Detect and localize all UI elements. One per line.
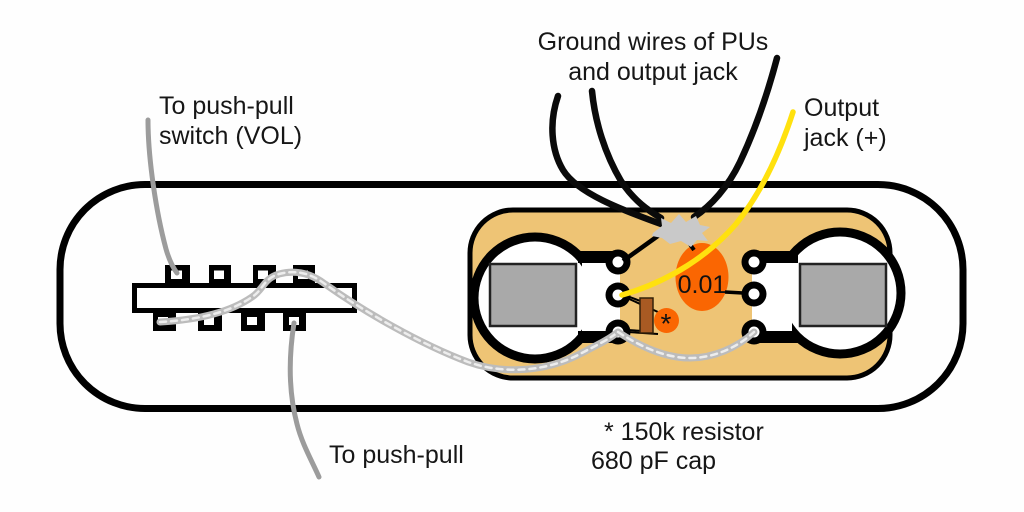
blob-to-volume-lug1-lead (621, 231, 664, 263)
jumper-switch-to-volume-sheen (158, 270, 620, 371)
tone-lug1-hole (748, 256, 760, 268)
ground-wires-label-line1: Ground wires of PUs (537, 28, 769, 56)
ground-wire-2 (588, 87, 665, 222)
volume-pot-back (488, 262, 578, 328)
output-jack-hot-wire (619, 109, 796, 298)
push-pull-bottom-wire (287, 320, 322, 480)
push-pull-vol-label-line1: To push-pull (159, 92, 294, 120)
push-pull-vol-wire (145, 117, 180, 276)
output-jack-label: Output jack (+) (804, 93, 887, 153)
ground-wires (549, 54, 781, 228)
ground-wire-3 (690, 54, 781, 221)
switch-top-hole-3 (258, 270, 268, 279)
ground-wires-label-line2: and output jack (568, 58, 738, 86)
output-jack-label-line1: Output (804, 94, 880, 122)
volume-lug1-hole (612, 256, 624, 268)
volume-lug2-hole (612, 289, 624, 301)
tone-cap-lead (724, 290, 744, 295)
tone-pot-back (798, 262, 888, 328)
tone-lug2-hole (748, 288, 760, 300)
tone-cap-0.01 (675, 243, 729, 311)
150k-resistor (639, 297, 654, 334)
push-pull-vol-label: To push-pull switch (VOL) (159, 91, 302, 151)
note-label-line1: * 150k resistor (604, 418, 764, 446)
switch-top-hole-2 (214, 270, 224, 279)
push-pull-vol-label-line2: switch (VOL) (159, 122, 303, 150)
output-jack-label-line2: jack (+) (804, 124, 887, 152)
tone-pot-lugs (741, 249, 767, 345)
twisted-jumper-wires (156, 268, 758, 374)
switch-bottom-hole-3 (247, 317, 257, 325)
switch-bottom-hole-2 (204, 317, 214, 325)
treble-bleed-asterisk: * (661, 308, 672, 339)
jumper-volume-to-tone-sheen (616, 330, 756, 360)
ground-wire-1 (549, 92, 665, 228)
push-pull-bottom-label: To push-pull (329, 441, 464, 469)
solder-blob (652, 214, 710, 247)
tone-cap-value-label: 0.01 (678, 271, 727, 299)
ground-wires-label: Ground wires of PUs and output jack (520, 27, 786, 87)
note-label-line2: 680 pF cap (591, 447, 717, 475)
680pf-cap (654, 308, 679, 333)
